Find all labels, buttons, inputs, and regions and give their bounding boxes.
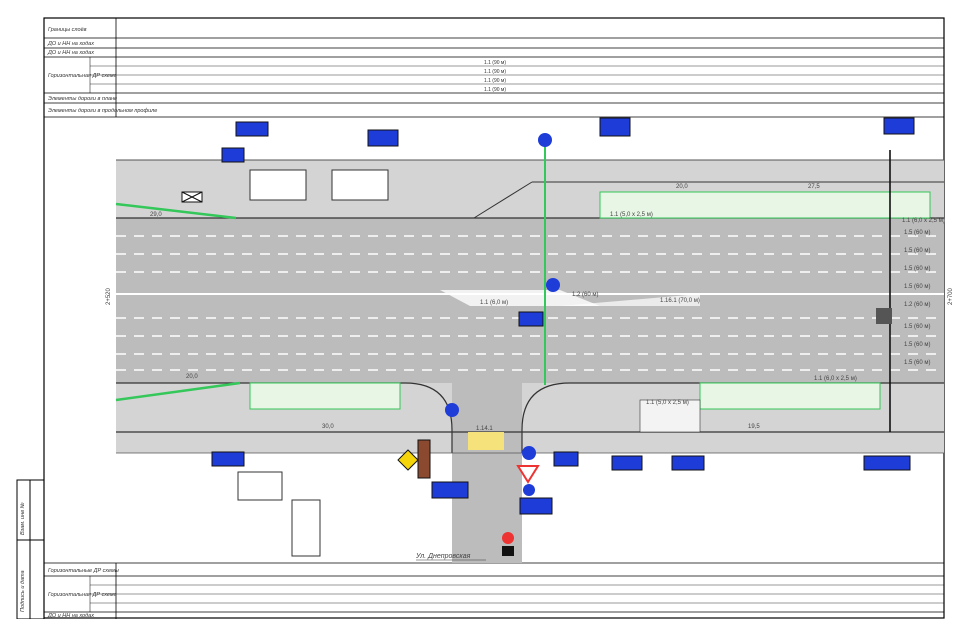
sign-lane-3 [553, 451, 579, 467]
dim-d5: 30,0 [322, 424, 334, 430]
center-code-2: 1.1 (90 м) [484, 78, 506, 84]
header-row2-label: ДО и НН на ходах [47, 41, 94, 47]
footer-row3-label: ДО и НН на ходах [47, 613, 94, 619]
lane-mark-4: 1.2 (60 м) [904, 302, 930, 308]
footer-table: Горизонтальные ДР схемы Горизонтальная Д… [44, 562, 944, 619]
road-mark-m1: 1.16.1 (70,0 м) [660, 298, 700, 304]
lane-mark-labels: 1.5 (60 м) 1.5 (60 м) 1.5 (60 м) 1.5 (60… [904, 230, 930, 366]
sign-round-1 [538, 133, 552, 147]
road-mark-labels: 1.16.1 (70,0 м) 1.1 (6,0 м) 1.2 (60 м) 1… [415, 212, 945, 561]
sign-yield [516, 465, 540, 484]
road-mark-m3: 1.2 (60 м) [572, 292, 598, 298]
sign-direction-4 [883, 117, 915, 135]
road-mark-m8: 1.1 (6,0 x 2,5 м) [814, 376, 857, 382]
crosswalk-side-road [468, 432, 504, 450]
footer-row2-label: Горизонтальная ДР схема [48, 592, 117, 598]
dim-d2: 20,0 [186, 374, 198, 380]
center-code-3: 1.1 (90 м) [484, 87, 506, 93]
signs [181, 117, 915, 556]
side-label-a: Подпись и дата [20, 570, 26, 612]
header-row5-label: Элементы дороги в плане [48, 96, 117, 102]
side-label-b: Взам. инв № [20, 502, 26, 535]
lane-mark-6: 1.5 (60 м) [904, 342, 930, 348]
road-mark-m6: 1.1 (5,0 x 2,5 м) [610, 212, 653, 218]
sign-direction-1 [235, 121, 269, 137]
sign-plate [502, 546, 514, 556]
sign-lane-4 [611, 455, 643, 471]
lane-mark-2: 1.5 (60 м) [904, 266, 930, 272]
road-mark-m4: 1.14.1 [476, 426, 493, 432]
dim-d6: 19,5 [748, 424, 760, 430]
dim-d1: 29,0 [150, 212, 162, 218]
sign-lane-8 [519, 497, 553, 515]
sign-no-entry [502, 532, 514, 544]
header-row6-label: Элементы дороги в продольном профиле [48, 108, 157, 114]
footer-row1-label: Горизонтальные ДР схемы [48, 568, 119, 574]
dim-d3: 27,5 [808, 184, 820, 190]
sign-lane-1 [518, 311, 544, 327]
sign-round-3 [445, 403, 459, 417]
lane-mark-1: 1.5 (60 м) [904, 248, 930, 254]
sign-direction-2 [367, 129, 399, 147]
sign-lane-5 [671, 455, 705, 471]
lane-mark-7: 1.5 (60 м) [904, 360, 930, 366]
roadway [115, 140, 944, 563]
lane-mark-3: 1.5 (60 м) [904, 284, 930, 290]
traffic-light-post [417, 439, 431, 479]
road-mark-m5: 1.1 (6,0 x 2,5 м) [902, 218, 945, 224]
header-row4-label: Горизонтальная ДР схема [48, 73, 117, 79]
header-table: Границы слоёв ДО и НН на ходах ДО и НН н… [44, 18, 944, 118]
header-row3-label: ДО и НН на ходах [47, 50, 94, 56]
station-left: 2+520 [106, 287, 112, 305]
sign-lane-6 [863, 455, 911, 471]
station-right: 2+700 [948, 287, 954, 305]
sign-bus-stop [221, 147, 245, 163]
sign-round-5 [523, 484, 535, 496]
sign-round-2 [546, 278, 560, 292]
lane-mark-5: 1.5 (60 м) [904, 324, 930, 330]
dimensions: 29,0 20,0 20,0 27,5 30,0 19,5 2+520 2+70… [106, 184, 954, 430]
lane-mark-0: 1.5 (60 м) [904, 230, 930, 236]
sign-round-4 [522, 446, 536, 460]
street-label: Ул. Днепровская [415, 553, 471, 560]
road-mark-m2: 1.1 (6,0 м) [480, 300, 508, 306]
sign-main-road [397, 449, 419, 471]
dim-d4: 20,0 [676, 184, 688, 190]
sign-direction-3 [599, 117, 631, 137]
sign-lane-7 [431, 481, 469, 499]
center-code-0: 1.1 (90 м) [484, 60, 506, 66]
sign-lane-2 [211, 451, 245, 467]
center-code-1: 1.1 (90 м) [484, 69, 506, 75]
road-mark-m7: 1.1 (5,0 x 2,5 м) [646, 400, 689, 406]
header-row1-label: Границы слоёв [48, 27, 87, 33]
sign-grey [876, 308, 892, 324]
